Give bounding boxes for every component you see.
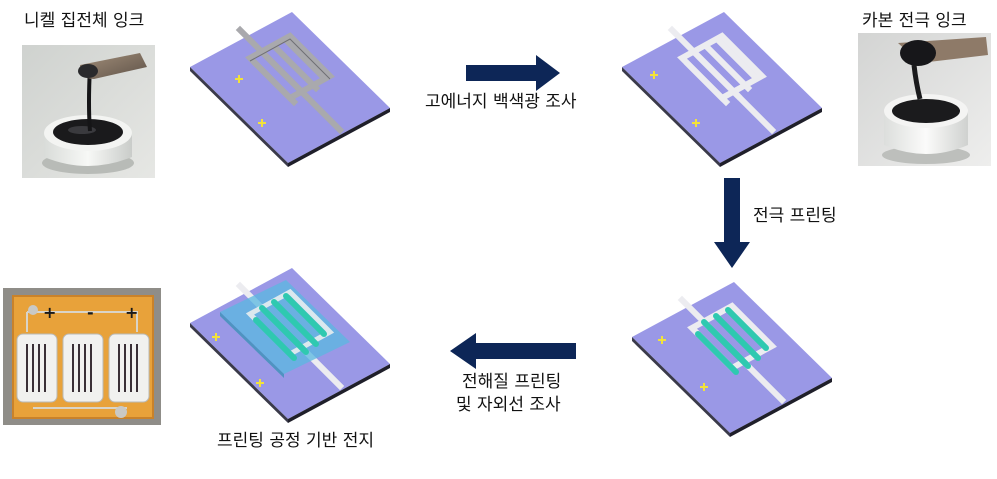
svg-text:+: + (43, 303, 56, 322)
printed-battery-photo: + - + (3, 288, 161, 425)
plus-icon (658, 336, 708, 391)
plus-icon (650, 71, 700, 127)
substrate-electrode-printed (632, 282, 832, 437)
plus-icon (212, 333, 264, 387)
electrolyte-printing-label: 전해질 프린팅 (462, 372, 562, 392)
carbon-ink-photo (858, 33, 991, 166)
uv-irradiation-label: 및 자외선 조사 (456, 395, 561, 415)
arrow-down-icon (714, 178, 750, 268)
substrate-sintered (622, 12, 822, 167)
substrate-electrolyte-coated (190, 268, 390, 423)
high-energy-light-label: 고에너지 백색광 조사 (425, 92, 577, 112)
nickel-ink-label: 니켈 집전체 잉크 (24, 11, 145, 31)
arrow-left-icon (450, 333, 576, 369)
svg-text:-: - (87, 303, 94, 322)
electrode-printing-label: 전극 프린팅 (753, 206, 837, 226)
arrow-right-icon (466, 55, 560, 91)
svg-text:+: + (125, 303, 138, 322)
nickel-ink-photo (22, 45, 155, 178)
substrate-nickel-collector (190, 12, 390, 167)
final-battery-label: 프린팅 공정 기반 전지 (217, 431, 374, 451)
plus-icon (235, 75, 266, 127)
carbon-ink-label: 카본 전극 잉크 (862, 11, 967, 31)
